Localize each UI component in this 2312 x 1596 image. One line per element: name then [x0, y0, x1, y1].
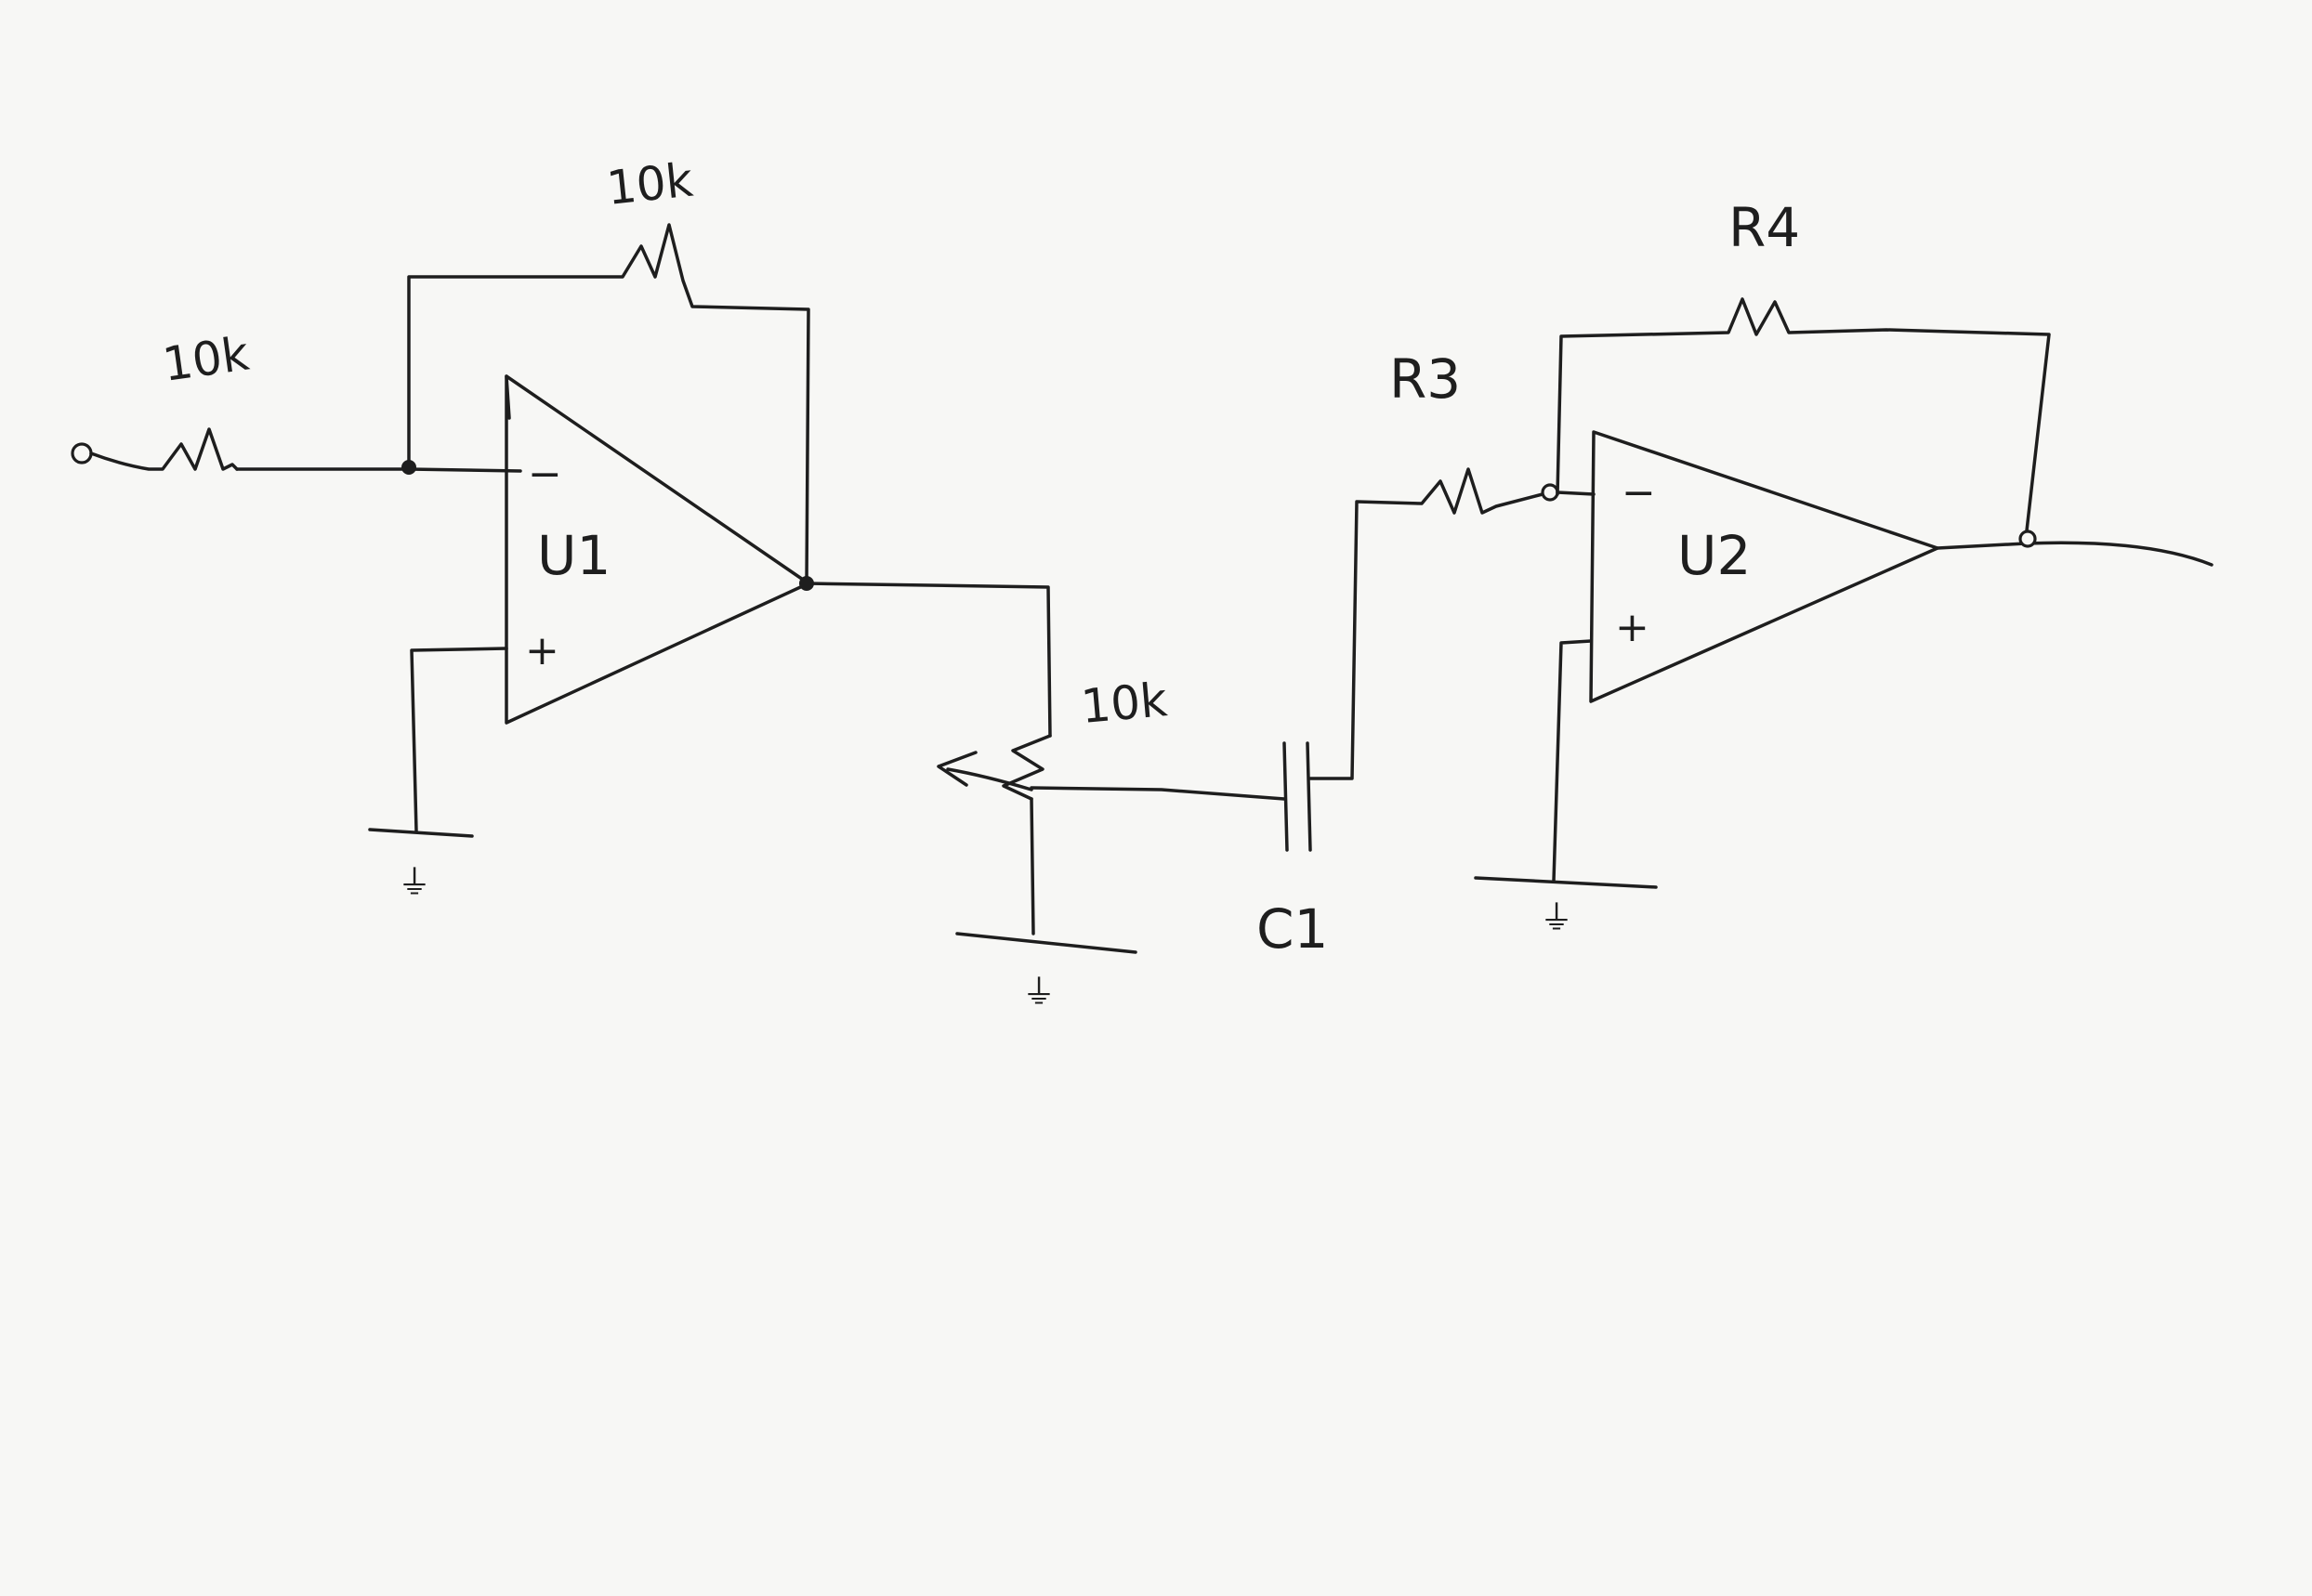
ground-symbol-u1: ⏚ [398, 864, 431, 902]
input-terminal [71, 442, 93, 464]
feedback-resistor-u1-label: 10k [604, 153, 695, 216]
ground-u2 [1474, 876, 1658, 889]
wire-u2-feedback [1556, 297, 2051, 541]
u2-inverting-pin-label: − [1622, 469, 1656, 517]
junction-u2-inverting [1541, 483, 1559, 502]
wire-pot-to-c1 [1030, 786, 1286, 801]
ground-u1 [368, 828, 474, 838]
capacitor-c1 [1282, 741, 1312, 852]
r3-designator: R3 [1389, 347, 1461, 411]
wire-input-to-u1-inverting [235, 467, 522, 473]
input-resistor-label: 10k [160, 327, 253, 392]
opamp-u2 [1589, 430, 1939, 703]
potentiometer-label: 10k [1079, 673, 1169, 734]
junction-u2-output [2018, 530, 2037, 548]
potentiometer [937, 734, 1052, 935]
u2-designator: U2 [1677, 524, 1751, 587]
u1-noninverting-pin-label: + [525, 627, 559, 674]
wire-u2-output [1936, 541, 2213, 567]
c1-designator: C1 [1256, 897, 1328, 961]
input-resistor [89, 427, 239, 471]
ground-symbol-pot: ⏚ [1022, 974, 1056, 1012]
opamp-u1 [505, 374, 810, 725]
wire-u1-feedback [407, 223, 810, 585]
u1-inverting-pin-label: − [528, 451, 562, 498]
wire-c1-to-r3 [1308, 467, 1544, 780]
r4-designator: R4 [1728, 196, 1800, 259]
ground-symbol-u2: ⏚ [1540, 899, 1573, 937]
wire-u1-output-to-pot [805, 582, 1052, 738]
u1-designator: U1 [537, 524, 611, 587]
wire-u2-noninverting-ground [1552, 639, 1593, 883]
u2-noninverting-pin-label: + [1615, 604, 1649, 651]
ground-pot [955, 932, 1137, 954]
wire-u1-noninverting-ground [410, 647, 508, 833]
wire-u2-inverting [1556, 491, 1596, 496]
